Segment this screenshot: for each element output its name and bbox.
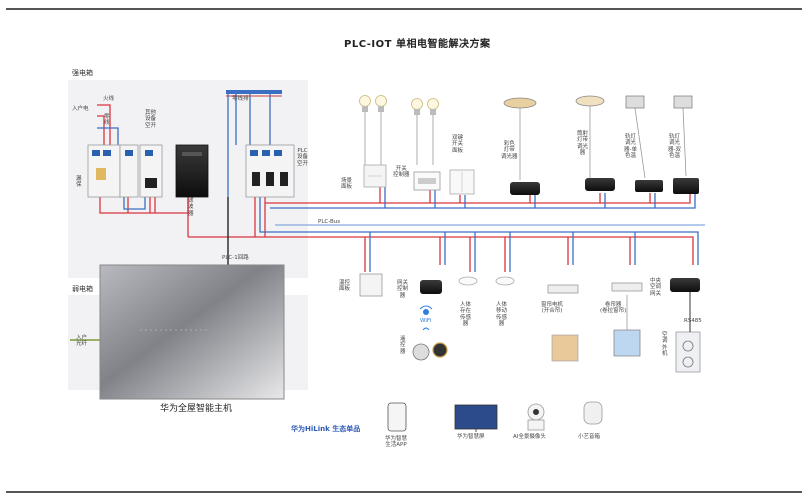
plc-lever-1 xyxy=(252,172,260,186)
plc-loop-label: PLC-1回路 xyxy=(222,255,249,261)
body-sensor-device xyxy=(458,276,478,286)
bulbs-right xyxy=(411,98,439,115)
breaker-3-lever xyxy=(145,178,157,188)
bottom-rule xyxy=(6,491,802,493)
diagram-title: PLC-IOT 单相电智能解决方案 xyxy=(344,39,491,50)
color-strip-device xyxy=(503,97,537,109)
plc-lever-2 xyxy=(266,172,274,186)
plc-switch-2 xyxy=(262,150,270,156)
into-house-label: 入户电 xyxy=(72,106,89,112)
zero-bar-label: 零线排 xyxy=(232,96,249,102)
curtain-motor-device xyxy=(547,284,579,294)
zero-wire-label: 零 线 xyxy=(104,114,110,127)
plc-bus-label: PLC-Bus xyxy=(318,219,341,225)
filter-slot xyxy=(182,152,202,156)
speaker-label: 小艺音箱 xyxy=(578,434,601,440)
track-dimmer-dual-device xyxy=(673,178,699,194)
hilink-label: 华为HiLink 生态单品 xyxy=(291,425,361,433)
phone-app-device xyxy=(387,402,407,432)
speaker-device xyxy=(583,401,603,425)
spotlight-dimmer-label: 筒射 灯带 调光 器 xyxy=(577,131,589,156)
main-host-device xyxy=(99,264,285,400)
bulb-wires xyxy=(364,112,434,165)
motion-sensor-device xyxy=(495,276,515,286)
phone-app-label: 华为智慧 生活APP xyxy=(385,436,408,449)
ac-gateway-label: 中央 空调 网关 xyxy=(650,278,662,297)
spotlight-strip-device xyxy=(575,95,605,107)
leak-test-knob xyxy=(96,168,106,180)
camera-label: AI全景摄像头 xyxy=(513,434,546,440)
plc-switch-3 xyxy=(274,150,282,156)
track-light-dual xyxy=(673,95,693,109)
plc-switch-1 xyxy=(250,150,258,156)
temp-panel-label: 温控 面板 xyxy=(339,280,351,293)
leak-switch-1 xyxy=(92,150,100,156)
spotlight-dimmer-device xyxy=(585,178,615,191)
color-strip-dimmer-device xyxy=(510,182,540,195)
switch-controller-label: 开关 控制器 xyxy=(393,166,410,179)
top-rule xyxy=(6,8,802,10)
gateway-label: 网关 控制 器 xyxy=(397,280,409,299)
motion-sensor-label: 人体 移动 传感 器 xyxy=(496,302,508,327)
ac-outdoor-device xyxy=(675,331,701,373)
rs485-label: RS485 xyxy=(684,318,702,324)
breaker-3-switch xyxy=(145,150,153,156)
curtain-scene-image xyxy=(551,334,579,362)
ac-gateway-device xyxy=(670,278,700,292)
wifi-dot xyxy=(423,309,429,315)
strong-box-label: 强电箱 xyxy=(72,69,93,77)
strip-wires xyxy=(519,106,687,180)
track-dual-label: 轨灯 调光 器-双 色温 xyxy=(668,134,681,159)
breakers-plc xyxy=(245,144,295,198)
filter-label: 滤 波 器 xyxy=(188,198,194,217)
smart-screen-label: 华为智慧屏 xyxy=(457,434,485,440)
track-dimmer-single-device xyxy=(635,180,663,192)
wifi-arc-2 xyxy=(422,327,430,331)
remote-device xyxy=(412,343,430,361)
plc-lever-3 xyxy=(280,172,288,186)
breaker-2-switch xyxy=(125,150,133,156)
live-wires xyxy=(97,104,694,272)
track-single-label: 轨灯 调光 器-单 色温 xyxy=(624,134,637,159)
weak-box-label: 弱电箱 xyxy=(72,285,93,293)
blind-scene-image xyxy=(613,329,641,357)
plc-equip-label: PLC 设备 空开 xyxy=(297,148,309,167)
fire-wire-label: 火线 xyxy=(103,96,115,102)
other-equip-label: 其他 设备 空开 xyxy=(145,110,157,129)
fiber-label: 入户 光纤 xyxy=(76,335,88,348)
track-light-single xyxy=(625,95,645,109)
neutral-wires xyxy=(97,92,699,272)
curtain-motor-label: 窗帘电机 (开合帘) xyxy=(541,302,564,315)
blind-motor-device xyxy=(611,282,643,292)
breakers-left xyxy=(87,144,163,198)
remote-label: 遥 控 器 xyxy=(400,336,406,355)
knob-device xyxy=(432,342,448,358)
blind-motor-label: 卷帘器 (卷拉窗帘) xyxy=(600,302,627,315)
wifi-label: WiFi xyxy=(420,318,432,324)
ac-outdoor-label: 空 调 外 机 xyxy=(662,332,668,357)
color-strip-label: 彩色 灯带 调光器 xyxy=(501,141,518,160)
scene-panel-label: 场景 面板 xyxy=(341,178,353,191)
dual-switch-label: 双键 开关 面板 xyxy=(452,135,464,154)
zero-bar xyxy=(226,90,282,94)
temp-panel-device xyxy=(359,273,383,297)
body-sensor-label: 人体 存在 传感 器 xyxy=(460,302,472,327)
leak-label: 漏 保 xyxy=(76,176,82,189)
breaker-2 xyxy=(119,144,139,198)
bulbs-left xyxy=(359,95,387,112)
wifi-arc xyxy=(419,305,433,310)
smart-screen-device xyxy=(454,404,498,430)
leak-switch-2 xyxy=(103,150,111,156)
main-host-label: 华为全屋智能主机 xyxy=(160,404,233,414)
gateway-device xyxy=(420,280,442,294)
